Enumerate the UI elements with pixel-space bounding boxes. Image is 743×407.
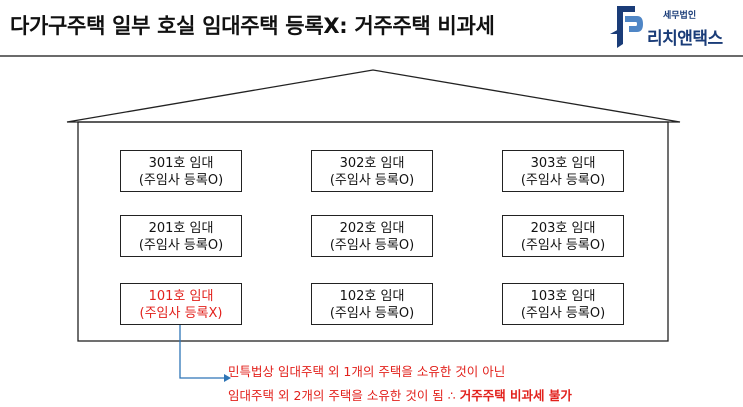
- room-status: (주임사 등록O): [520, 238, 606, 253]
- room-103: 103호 임대 (주임사 등록O): [502, 283, 624, 325]
- room-301: 301호 임대 (주임사 등록O): [120, 150, 242, 192]
- room-status: (주임사 등록O): [138, 173, 224, 188]
- room-303: 303호 임대 (주임사 등록O): [502, 150, 624, 192]
- room-status: (주임사 등록X): [139, 306, 223, 321]
- room-302: 302호 임대 (주임사 등록O): [311, 150, 433, 192]
- logo-mark-icon: [610, 6, 643, 48]
- room-status: (주임사 등록O): [329, 238, 415, 253]
- room-101: 101호 임대 (주임사 등록X): [120, 283, 242, 325]
- house-body: [77, 121, 669, 342]
- house-roof: [66, 69, 681, 123]
- room-number: 202호 임대: [339, 221, 405, 236]
- room-number: 303호 임대: [530, 156, 596, 171]
- note-conclusion: 거주주택 비과세 불가: [459, 388, 572, 403]
- room-number: 103호 임대: [530, 289, 596, 304]
- room-202: 202호 임대 (주임사 등록O): [311, 215, 433, 257]
- room-number: 301호 임대: [148, 156, 214, 171]
- room-number: 302호 임대: [339, 156, 405, 171]
- logo-small-text: 세무법인: [663, 11, 697, 21]
- company-logo: 세무법인 리치앤택스: [607, 4, 737, 50]
- room-number: 101호 임대: [148, 289, 214, 304]
- room-102: 102호 임대 (주임사 등록O): [311, 283, 433, 325]
- room-status: (주임사 등록O): [520, 173, 606, 188]
- room-203: 203호 임대 (주임사 등록O): [502, 215, 624, 257]
- note-line-2-text: 임대주택 외 2개의 주택을 소유한 것이 됨 ∴: [228, 388, 460, 403]
- room-number: 203호 임대: [530, 221, 596, 236]
- logo-big-text: 리치앤택스: [647, 29, 723, 49]
- room-status: (주임사 등록O): [329, 173, 415, 188]
- room-number: 102호 임대: [339, 289, 405, 304]
- note-line-2: 임대주택 외 2개의 주택을 소유한 것이 됨 ∴ 거주주택 비과세 불가: [228, 385, 572, 404]
- title-divider: [0, 55, 743, 57]
- callout-connector: [179, 325, 224, 379]
- room-201: 201호 임대 (주임사 등록O): [120, 215, 242, 257]
- page-title: 다가구주택 일부 호실 임대주택 등록X: 거주주택 비과세: [10, 14, 495, 38]
- callout-arrowhead-icon: [224, 374, 231, 382]
- room-status: (주임사 등록O): [138, 238, 224, 253]
- room-status: (주임사 등록O): [520, 306, 606, 321]
- room-number: 201호 임대: [148, 221, 214, 236]
- note-line-1: 민특법상 임대주택 외 1개의 주택을 소유한 것이 아닌: [228, 364, 506, 379]
- room-status: (주임사 등록O): [329, 306, 415, 321]
